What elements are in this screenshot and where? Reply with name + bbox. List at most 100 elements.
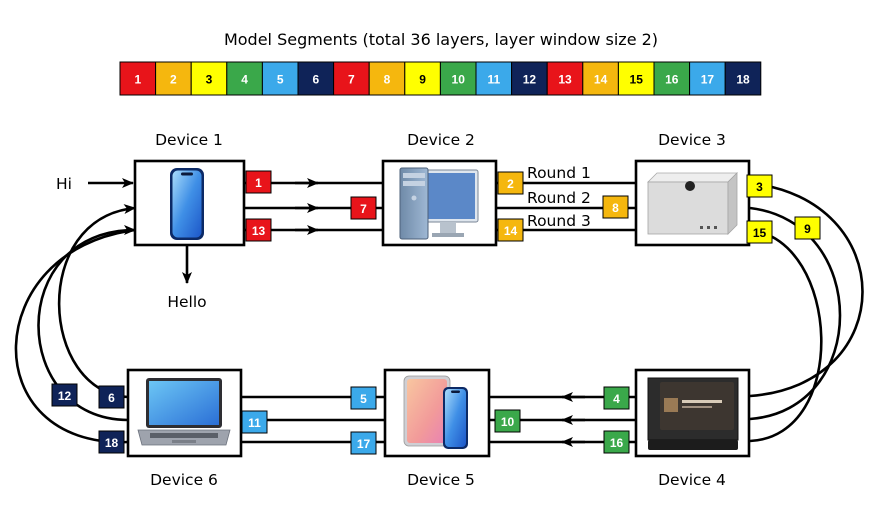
device-label: Device 6 [150, 471, 218, 489]
segment-cell-label: 12 [523, 73, 537, 87]
wire-d6-d1-round2 [37, 225, 136, 422]
segment-tag [497, 171, 524, 195]
segment-cell-label: 15 [630, 73, 644, 87]
segment-cell-label: 9 [419, 73, 426, 87]
device-6: Device 6 [126, 368, 243, 489]
segment-cell [190, 61, 228, 96]
segment-tag [497, 218, 524, 242]
segment-tag [98, 385, 125, 409]
segment-cell-label: 3 [206, 73, 213, 87]
segment-cell [261, 61, 299, 96]
device-2: Device 2 [381, 131, 498, 247]
segment-tag-label: 4 [613, 392, 620, 406]
device-label: Device 5 [407, 471, 475, 489]
segment-tag [746, 174, 773, 198]
device-label: Device 4 [658, 471, 726, 489]
segment-tag [350, 386, 377, 410]
segment-tag-label: 11 [248, 416, 261, 430]
segment-cell-label: 6 [312, 73, 319, 87]
segment-cell-label: 17 [701, 73, 715, 87]
segment-tag-label: 6 [108, 391, 115, 405]
segment-tag-label: 3 [756, 180, 763, 194]
segment-tag-label: 1 [255, 176, 262, 190]
segment-tag-label: 8 [612, 201, 619, 215]
mac-studio-icon [647, 172, 738, 235]
segment-cell-label: 11 [487, 73, 500, 87]
segment-cell [119, 61, 157, 96]
segment-tag [494, 409, 521, 433]
segment-cell-label: 1 [134, 73, 141, 87]
segment-tag [245, 170, 272, 194]
segment-tag-label: 2 [507, 177, 514, 191]
device-label: Device 3 [658, 131, 726, 149]
desktop-pc-icon [399, 167, 479, 240]
segment-tag-label: 13 [252, 224, 266, 238]
segment-tag [602, 195, 629, 219]
segment-cell [511, 61, 548, 96]
segment-tag [350, 196, 377, 220]
segment-cell-label: 5 [277, 73, 284, 87]
segment-tag [794, 216, 821, 240]
segment-tag-label: 5 [360, 392, 367, 406]
diagram-title: Model Segments (total 36 layers, layer w… [224, 30, 658, 49]
segment-cell [155, 61, 192, 96]
smartphone-icon [170, 168, 204, 240]
segment-tag [746, 220, 773, 244]
tablet-phone-icon [403, 375, 468, 449]
segment-cell-label: 16 [665, 73, 679, 87]
output-text: Hello [167, 293, 206, 311]
segment-cell-label: 13 [558, 73, 572, 87]
segment-cell-label: 2 [170, 73, 177, 87]
device-3: Device 3 [634, 131, 751, 247]
smart-display-icon [647, 377, 739, 450]
segment-cell [689, 61, 726, 96]
segment-tag-label: 14 [504, 224, 518, 238]
segment-tag-label: 9 [804, 222, 811, 236]
segment-cell-label: 4 [241, 73, 248, 87]
device-4: Device 4 [634, 368, 751, 489]
segment-tag [245, 218, 272, 242]
segment-tag-label: 18 [105, 436, 119, 450]
segment-cell-label: 8 [384, 73, 391, 87]
segment-tag-label: 12 [58, 389, 72, 403]
segment-tag [350, 431, 377, 455]
laptop-icon [137, 378, 231, 446]
segment-tag [603, 386, 630, 410]
device-label: Device 1 [155, 131, 223, 149]
round-label: Round 3 [527, 212, 591, 230]
segment-cell [582, 61, 619, 96]
wire-d3-d4-round3 [749, 228, 823, 443]
segment-cell [333, 61, 370, 96]
segment-tag [98, 430, 125, 454]
device-label: Device 2 [407, 131, 475, 149]
segment-tag-label: 10 [501, 415, 515, 429]
segment-cell-label: 7 [348, 73, 355, 87]
segment-cell [724, 61, 762, 96]
segment-cell [368, 61, 406, 96]
input-text: Hi [56, 175, 72, 193]
round-label: Round 2 [527, 189, 591, 207]
round-label: Round 1 [527, 164, 591, 182]
segment-cell [297, 61, 335, 96]
segment-tag-label: 17 [357, 437, 371, 451]
segment-tag-label: 15 [753, 226, 767, 240]
segment-tag-label: 16 [610, 436, 624, 450]
segment-tag [603, 430, 630, 454]
wire-d3-d4-round1 [749, 181, 864, 398]
segment-cell-label: 14 [594, 73, 608, 87]
device-5: Device 5 [383, 368, 491, 489]
segment-cell [439, 61, 477, 96]
segment-cell-label: 18 [736, 73, 750, 87]
segment-cell [404, 61, 441, 96]
segment-tag [51, 383, 78, 407]
device-1: Device 1 [133, 131, 246, 247]
segment-cell [653, 61, 691, 96]
segment-tag-label: 7 [360, 202, 367, 216]
segment-cell [546, 61, 584, 96]
wire-d3-d4-round2 [749, 206, 842, 421]
segment-cell-label: 10 [452, 73, 466, 87]
wire-d6-d1-round1 [57, 204, 136, 399]
